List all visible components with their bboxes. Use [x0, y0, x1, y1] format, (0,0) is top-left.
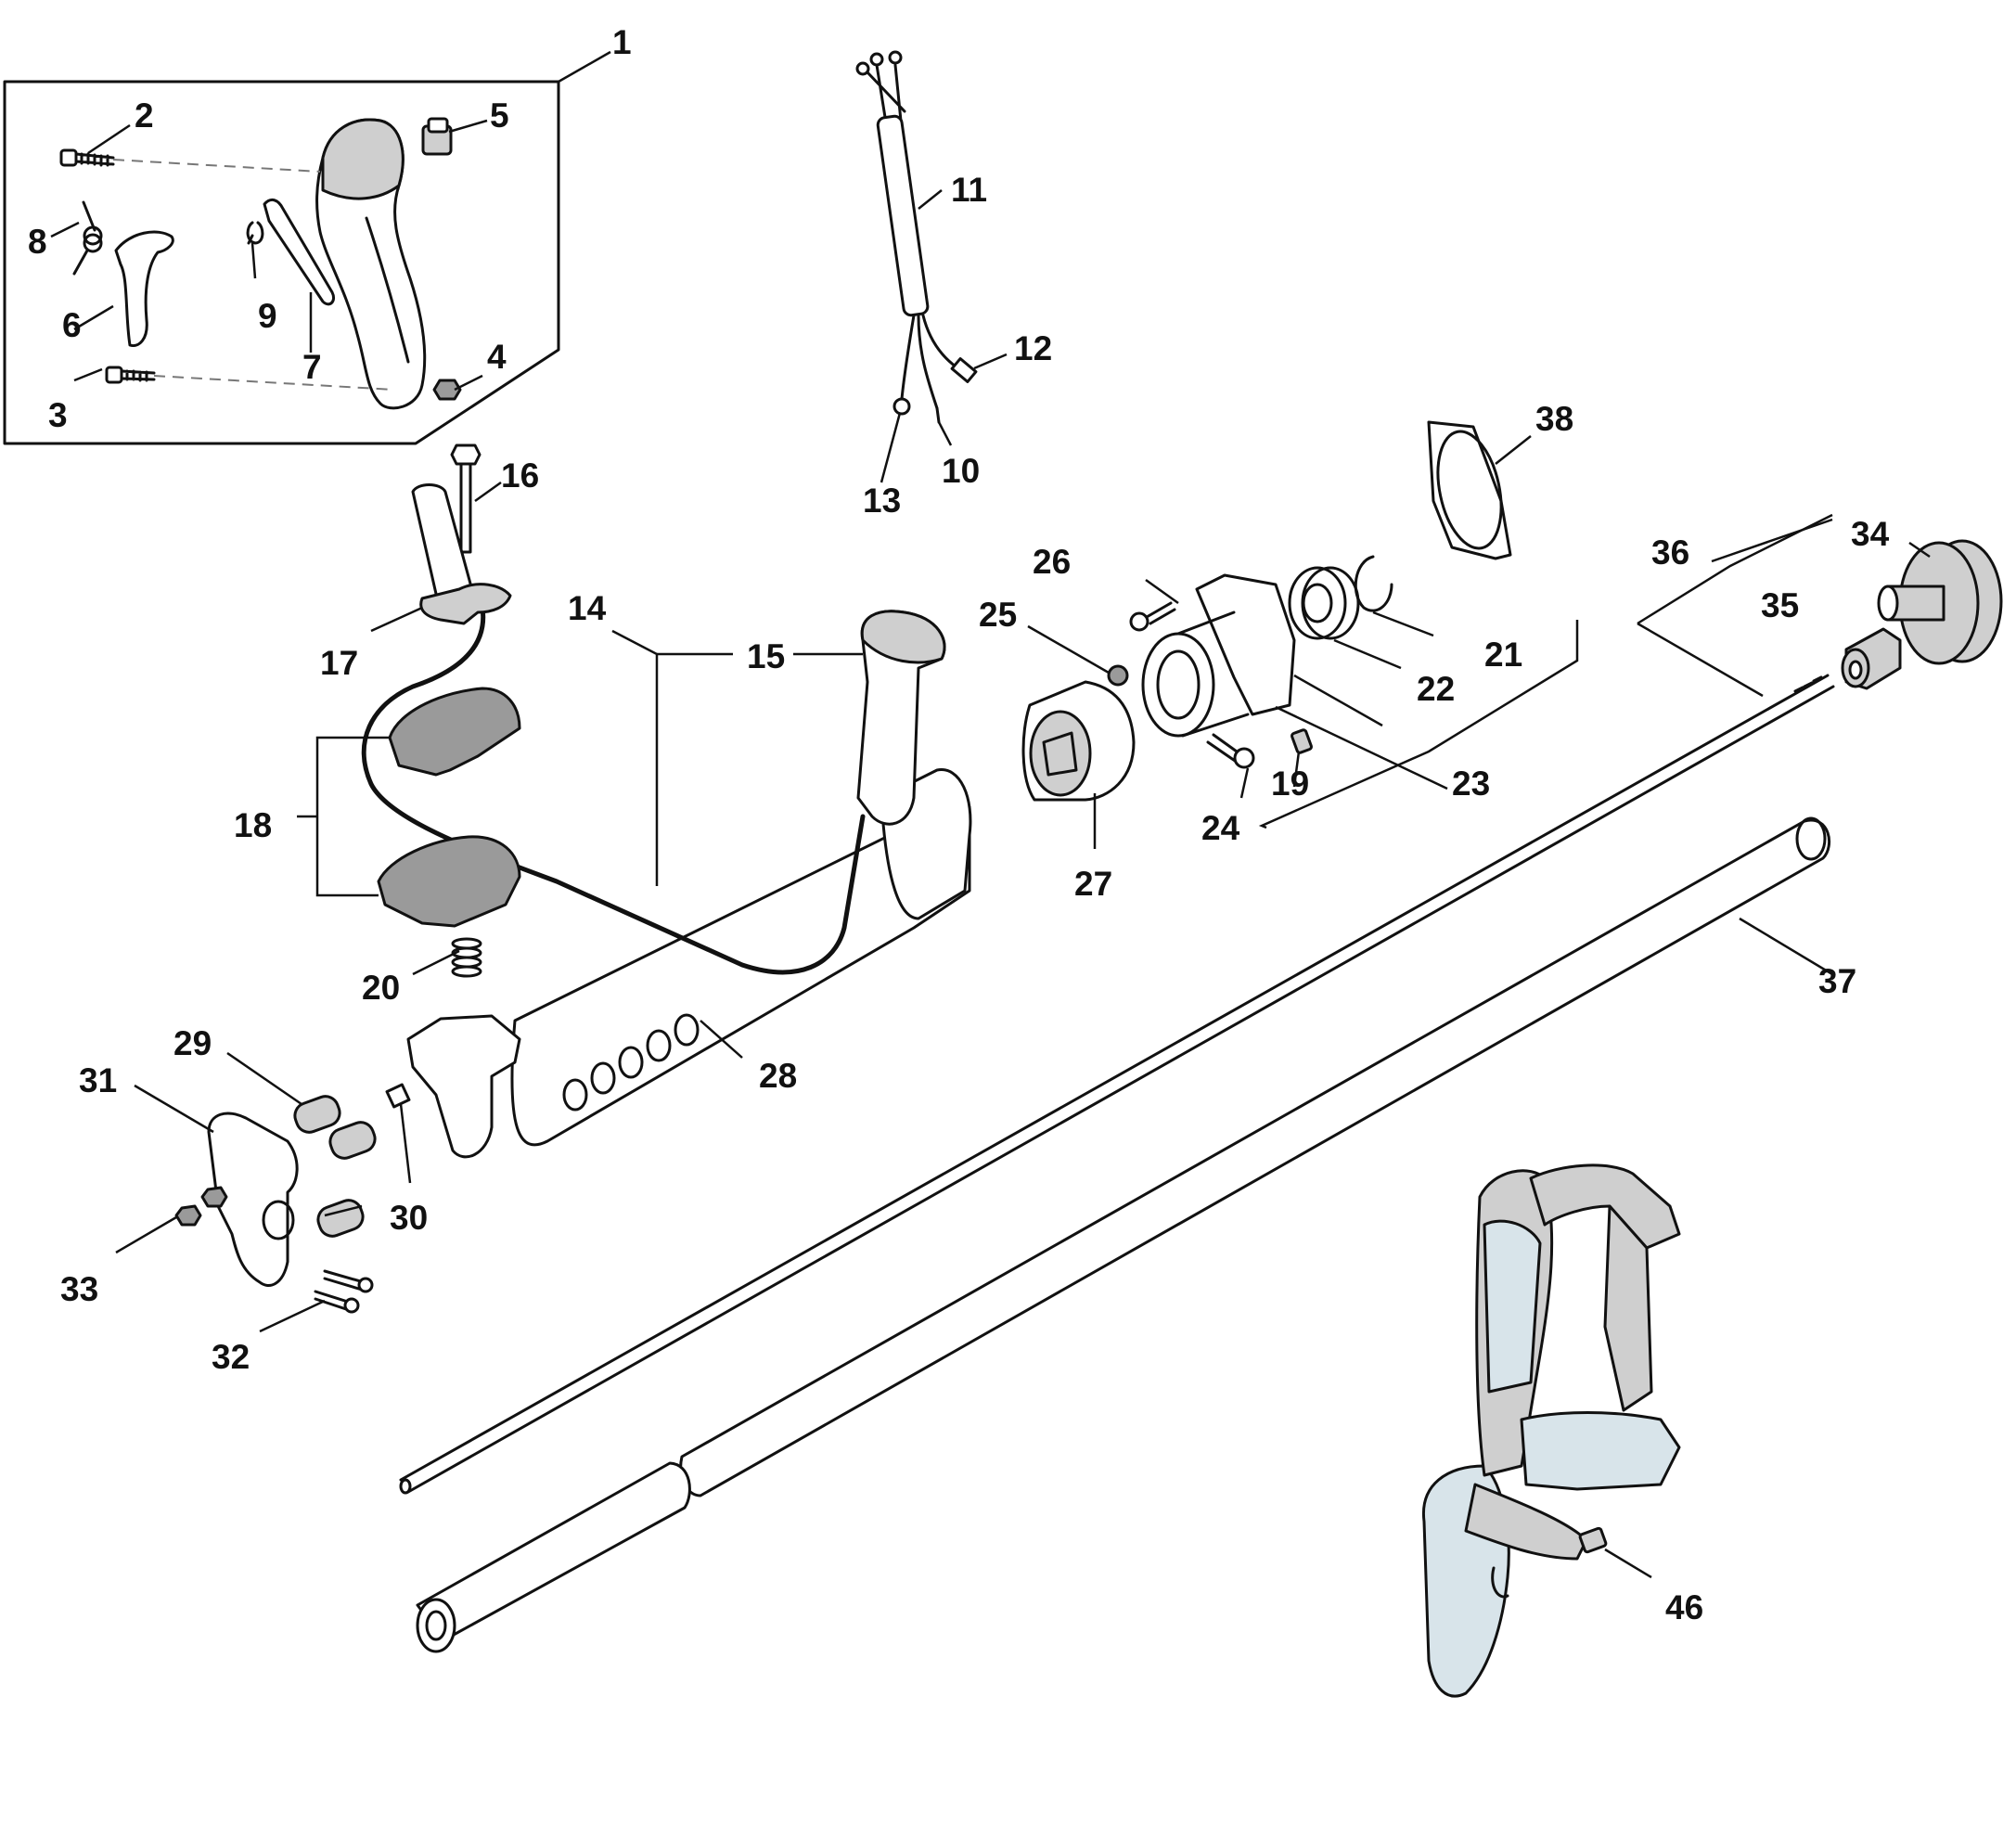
label-part-14: 14: [568, 589, 607, 627]
part-37-tube: [416, 816, 1831, 1653]
label-part-34: 34: [1851, 515, 1890, 553]
part-17-wing-nut: [419, 583, 512, 625]
part-31-clamp-plate: [207, 1112, 299, 1287]
part-46-harness: [1421, 1163, 1681, 1698]
handle-group-inset-box: [3, 80, 560, 445]
label-part-27: 27: [1074, 865, 1112, 903]
label-part-6: 6: [62, 306, 82, 344]
label-part-24: 24: [1201, 809, 1240, 847]
part-5-switch: [421, 117, 453, 156]
part-20-spring: [451, 937, 482, 978]
label-part-20: 20: [362, 969, 400, 1007]
part-14-handlebar: [361, 605, 866, 975]
part-28-tube-housing: [510, 768, 972, 1147]
part-16-bolt: [450, 443, 482, 554]
part-27-clutch-cover: [1021, 680, 1136, 802]
label-part-22: 22: [1417, 670, 1455, 708]
part-23-gear-housing: [1141, 573, 1296, 738]
label-part-35: 35: [1761, 586, 1799, 624]
label-part-8: 8: [28, 223, 47, 261]
label-part-15: 15: [747, 637, 785, 675]
part-15-front-handle: [856, 610, 946, 826]
part-18-handle-clamp: [377, 687, 521, 928]
housing-vent-holes: [562, 1013, 700, 1112]
throttle-handle-body: [315, 118, 427, 410]
part-6-throttle-trigger: [114, 230, 174, 348]
label-part-19: 19: [1271, 765, 1309, 803]
leader-lines: [50, 50, 1931, 1579]
part-29-bushings: [293, 1095, 377, 1238]
part-33-nut: [174, 1204, 202, 1227]
label-part-5: 5: [490, 96, 509, 135]
part-26-screw: [1129, 601, 1176, 632]
label-part-17: 17: [320, 644, 358, 682]
part-30-square-nut: [385, 1083, 411, 1109]
part-25-nut: [1107, 664, 1129, 687]
label-part-29: 29: [173, 1024, 212, 1062]
part-4-nut: [432, 379, 462, 401]
label-part-18: 18: [234, 806, 272, 844]
part-35-bushing: [1841, 627, 1902, 690]
label-part-46: 46: [1665, 1588, 1703, 1626]
label-part-16: 16: [501, 456, 539, 495]
part-9-pin: [246, 221, 264, 245]
label-part-38: 38: [1535, 400, 1573, 438]
part-36-drive-shaft: [399, 674, 1835, 1495]
part-7-safety-lever: [263, 198, 336, 306]
part-21-circlip: [1354, 555, 1393, 612]
label-part-9: 9: [258, 297, 277, 335]
label-part-30: 30: [390, 1199, 428, 1237]
label-part-2: 2: [135, 96, 154, 135]
part-38-gasket: [1427, 420, 1512, 560]
part-34-clutch-drum: [1877, 539, 2003, 665]
label-part-10: 10: [942, 452, 980, 490]
label-part-25: 25: [979, 596, 1017, 634]
part-number-labels: 1 2 5 8 9 6 7 4 3 11 12 10 13 38 16 34 3…: [28, 23, 1890, 1626]
label-part-4: 4: [487, 338, 507, 376]
label-part-28: 28: [759, 1057, 797, 1095]
part-8-spring: [72, 200, 103, 276]
label-part-31: 31: [79, 1061, 117, 1099]
label-part-13: 13: [863, 482, 901, 520]
label-part-36: 36: [1651, 533, 1689, 572]
label-part-21: 21: [1484, 636, 1522, 674]
label-part-7: 7: [302, 348, 322, 386]
label-part-1: 1: [612, 23, 632, 61]
label-part-32: 32: [212, 1338, 250, 1376]
label-part-3: 3: [48, 396, 68, 434]
part-19-setscrew: [1290, 728, 1313, 754]
label-part-11: 11: [951, 171, 987, 209]
part-11-wiring-harness: [855, 50, 978, 424]
label-part-23: 23: [1452, 765, 1490, 803]
label-part-33: 33: [60, 1270, 98, 1308]
part-3-screw: [105, 366, 156, 384]
part-22-bearing: [1288, 566, 1360, 640]
label-part-12: 12: [1014, 329, 1052, 367]
part-24-screw: [1206, 733, 1255, 769]
label-part-37: 37: [1818, 962, 1856, 1000]
part-32-screws: [314, 1269, 374, 1314]
part-2-screw: [59, 148, 115, 167]
label-part-26: 26: [1033, 543, 1071, 581]
